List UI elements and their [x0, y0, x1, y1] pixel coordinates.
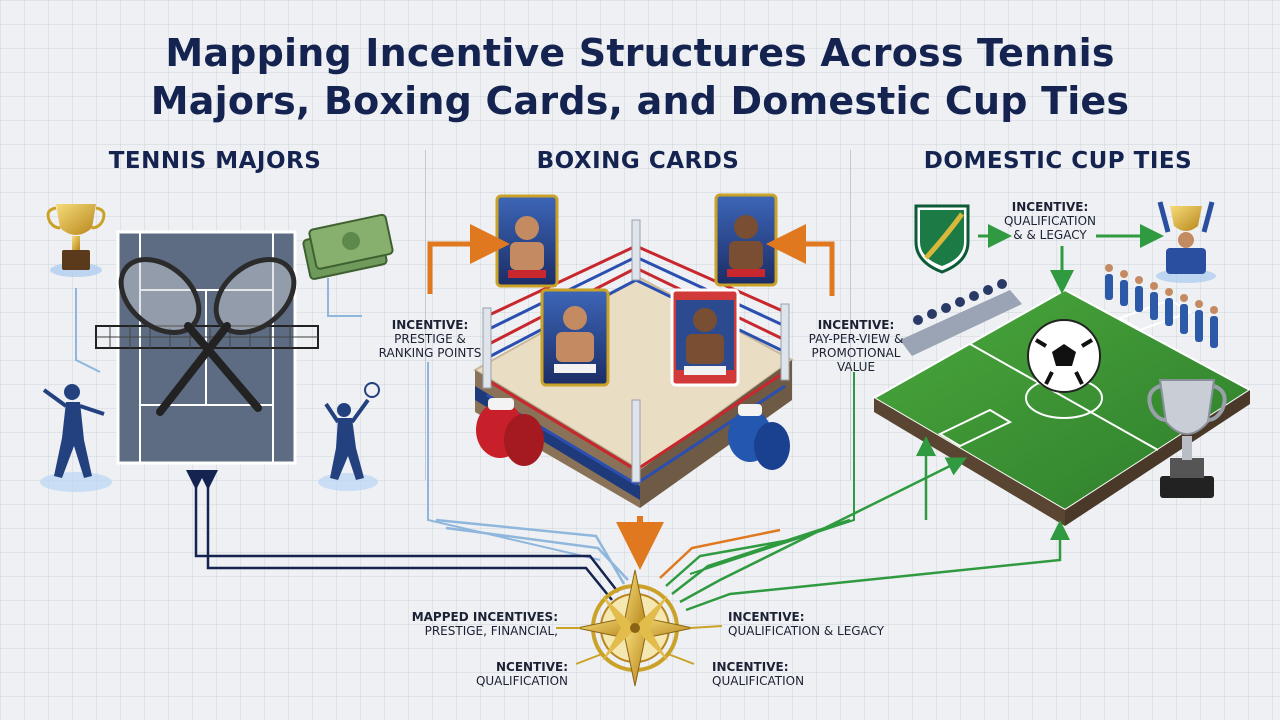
boxing-glove-icon: [476, 398, 544, 466]
compass-hub-icon: [576, 569, 694, 687]
player-silhouette-icon: [40, 384, 112, 492]
orange-arrow: [427, 224, 510, 294]
label-body: QUALIFICATION & LEGACY: [728, 624, 885, 638]
label-head: INCENTIVE:: [728, 610, 805, 624]
fans-group-icon: [1105, 264, 1218, 348]
label-body: PRESTIGE, FINANCIAL,: [424, 624, 558, 638]
fans-stand-icon: [900, 279, 1022, 356]
racket-icon: [156, 257, 297, 416]
label-head: NCENTIVE:: [495, 660, 568, 674]
fighter-card-icon: [670, 288, 740, 387]
connector-line: [427, 362, 601, 561]
club-crest-icon: [914, 204, 970, 274]
connector-line: [75, 288, 101, 373]
player-silhouette-icon: [318, 382, 380, 491]
label-body: QUALIFICATION: [712, 674, 805, 688]
label-head: INCENTIVE:: [817, 318, 895, 332]
flow-line-navy: [198, 470, 613, 601]
flow-line-green: [679, 457, 967, 604]
section-divider: [425, 150, 426, 480]
section-heading-boxing: BOXING CARDS: [536, 148, 740, 174]
flow-line-green: [685, 520, 1070, 612]
connector-line: [689, 625, 723, 629]
label-boxing-left: INCENTIVE: PRESTIGE & RANKING POINTS: [372, 318, 488, 360]
label-boxing-right: INCENTIVE: PAY-PER-VIEW & PROMOTIONAL VA…: [793, 318, 919, 374]
connector-line: [575, 653, 603, 665]
section-divider: [850, 150, 851, 480]
trophy-icon: [1156, 201, 1216, 283]
trophy-icon: [1147, 379, 1227, 498]
trophy-icon: [46, 204, 106, 277]
label-hub-bottom-left: NCENTIVE: QUALIFICATION: [456, 660, 568, 688]
connector-line: [689, 372, 855, 575]
fighter-card-icon: [540, 288, 610, 387]
label-head: INCENTIVE:: [391, 318, 469, 332]
flow-line-blue: [435, 518, 626, 585]
label-head: INCENTIVE:: [712, 660, 789, 674]
boxing-glove-icon: [728, 404, 790, 470]
flow-line-green: [671, 518, 851, 595]
racket-icon: [118, 257, 262, 412]
label-head: INCENTIVE:: [1011, 200, 1089, 214]
money-icon: [302, 213, 394, 280]
label-body: QUALIFICATION: [475, 674, 568, 688]
page-title-line-1: Mapping Incentive Structures Across Tenn…: [165, 31, 1115, 75]
orange-arrow: [766, 224, 835, 296]
label-body: PAY-PER-VIEW & PROMOTIONAL VALUE: [808, 332, 904, 374]
label-body: PRESTIGE & RANKING POINTS: [378, 332, 482, 360]
label-cup-top: INCENTIVE: QUALIFICATION & & LEGACY: [998, 200, 1102, 242]
flow-line-blue: [445, 526, 629, 581]
label-body: QUALIFICATION & & LEGACY: [1003, 214, 1097, 242]
flow-line-navy: [186, 470, 619, 593]
flow-line-orange: [659, 528, 781, 579]
football-icon: [1027, 319, 1101, 393]
connector-line: [667, 653, 695, 665]
label-hub-bottom-right: INCENTIVE: QUALIFICATION: [712, 660, 832, 688]
page-title-line-2: Majors, Boxing Cards, and Domestic Cup T…: [150, 79, 1130, 123]
connector-line: [327, 278, 362, 317]
label-hub-right: INCENTIVE: QUALIFICATION & LEGACY: [728, 610, 918, 638]
fighter-card-icon: [714, 193, 778, 287]
label-mapped-incentives: MAPPED INCENTIVES: PRESTIGE, FINANCIAL,: [408, 610, 558, 638]
section-heading-cup: DOMESTIC CUP TIES: [923, 148, 1193, 174]
section-heading-tennis: TENNIS MAJORS: [108, 148, 322, 174]
fighter-card-icon: [495, 194, 559, 288]
flow-line-green: [665, 538, 791, 587]
label-head: MAPPED INCENTIVES:: [411, 610, 558, 624]
